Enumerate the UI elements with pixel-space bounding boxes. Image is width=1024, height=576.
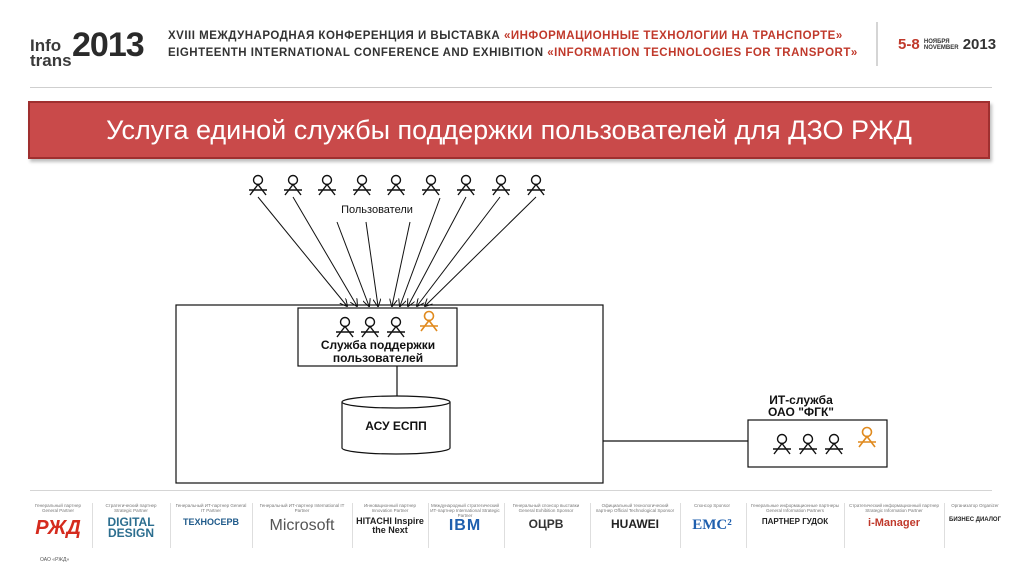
date-month-en: NOVEMBER (923, 45, 959, 52)
users-label: Пользователи (341, 204, 413, 216)
database-icon (341, 395, 451, 455)
support-service-box (297, 307, 458, 367)
sponsor-i-manager: Стратегический информационный партнер St… (848, 503, 940, 529)
sponsor-logo: HUAWEI (611, 517, 659, 531)
sponsor-caption: Инновационный партнер Innovation Partner (363, 503, 416, 513)
sponsor-caption: Организатор Organizer (951, 503, 999, 508)
header-separator (876, 22, 878, 66)
user-icon (526, 174, 546, 196)
sponsor-separator (590, 503, 591, 548)
user-icon (491, 174, 511, 196)
sponsor-info-partners: Генеральные информационные партнеры Gene… (750, 503, 840, 526)
sponsor-logo: i-Manager (868, 517, 920, 529)
conference-title-en-prefix: EIGHTEENTH INTERNATIONAL CONFERENCE AND … (168, 47, 548, 59)
sponsor-separator (680, 503, 681, 548)
database-label: АСУ ЕСПП (365, 419, 427, 433)
user-icon (352, 174, 372, 196)
sponsor-caption: Стратегический партнер Strategic Partner (105, 503, 157, 513)
conference-title-ru: XVIII МЕЖДУНАРОДНАЯ КОНФЕРЕНЦИЯ И ВЫСТАВ… (168, 30, 843, 42)
logo-year: 2013 (72, 26, 145, 64)
sponsor-logo: ОЦРВ (528, 517, 564, 531)
support-label-1: Служба поддержки (321, 338, 435, 352)
user-icon (248, 174, 268, 196)
user-arrows (257, 196, 537, 306)
sponsor-logo: Microsoft (269, 517, 335, 534)
logo-trans-text: trans (30, 51, 72, 70)
organization-frame (175, 304, 604, 484)
sponsor-hitachi: Инновационный партнер Innovation Partner… (356, 503, 424, 535)
footer-caption: ОАО «РЖД» (40, 557, 70, 563)
sponsor-caption: Спонсор Sponsor (694, 503, 730, 508)
sponsor-microsoft: Генеральный ИТ-партнер International IT … (256, 503, 348, 535)
sponsor-caption: Стратегический информационный партнер St… (849, 503, 939, 513)
sponsor-emc: Спонсор Sponsor EMC² (684, 503, 740, 534)
sponsor-logo: БИЗНЕС ДИАЛОГ (949, 517, 1001, 523)
user-icon (456, 174, 476, 196)
sponsor-digital-design: Стратегический партнер Strategic Partner… (96, 503, 166, 539)
support-label-2: пользователей (333, 351, 423, 365)
date-month-ru: НОЯБРЯ (923, 39, 950, 46)
footer-rule (30, 490, 992, 491)
sponsor-separator (92, 503, 93, 548)
infotrans-logo: Info trans (30, 36, 72, 70)
sponsor-huawei: Официальный технологический партнер Offi… (594, 503, 676, 531)
it-label-2: ОАО "ФГК" (768, 405, 834, 419)
user-icon (386, 174, 406, 196)
conference-title-ru-accent: «ИНФОРМАЦИОННЫЕ ТЕХНОЛОГИИ НА ТРАНСПОРТЕ… (503, 30, 843, 42)
sponsor-separator (844, 503, 845, 548)
sponsor-caption: Генеральный ИТ-партнер General IT Partne… (175, 503, 247, 513)
sponsor-logo: ПАРТНЕР ГУДОК (761, 517, 829, 526)
sponsor-separator (352, 503, 353, 548)
users-group (248, 174, 546, 196)
sponsor-separator (428, 503, 429, 548)
sponsor-logo: DIGITAL DESIGN (107, 515, 155, 540)
sponsor-ibm: Международный стратегический ИТ-партнер … (430, 503, 500, 535)
date-days: 5-8 (898, 36, 920, 53)
sponsor-business-dialog: Организатор Organizer БИЗНЕС ДИАЛОГ (948, 503, 1002, 523)
slide-title: Услуга единой службы поддержки пользоват… (28, 101, 990, 159)
sponsor-technoserv: Генеральный ИТ-партнер General IT Partne… (174, 503, 248, 527)
conference-title-ru-prefix: XVIII МЕЖДУНАРОДНАЯ КОНФЕРЕНЦИЯ И ВЫСТАВ… (168, 30, 504, 42)
sponsor-logo: EMC² (692, 517, 732, 533)
sponsor-caption: Генеральный спонсор выставки General Exh… (512, 503, 580, 513)
sponsor-separator (746, 503, 747, 548)
sponsor-logo: РЖД (35, 517, 81, 539)
sponsor-separator (170, 503, 171, 548)
conference-title-en: EIGHTEENTH INTERNATIONAL CONFERENCE AND … (168, 47, 858, 59)
sponsor-separator (504, 503, 505, 548)
user-icon (421, 174, 441, 196)
conference-title-en-accent: «INFORMATION TECHNOLOGIES FOR TRANSPORT» (547, 47, 858, 59)
sponsor-logo: IBM (448, 517, 482, 534)
sponsor-separator (944, 503, 945, 548)
user-icon (317, 174, 337, 196)
sponsor-separator (252, 503, 253, 548)
header-rule (30, 87, 992, 88)
sponsor-caption: Генеральный ИТ-партнер International IT … (259, 503, 345, 513)
sponsor-caption: Генеральные информационные партнеры Gene… (750, 503, 840, 513)
date-year: 2013 (962, 36, 997, 53)
sponsor-logo: ТЕХНОСЕРВ (182, 517, 239, 527)
sponsor-logo: HITACHI Inspire the Next (356, 516, 424, 535)
sponsor-caption: Официальный технологический партнер Offi… (595, 503, 675, 513)
user-icon (283, 174, 303, 196)
it-label-1: ИТ-служба (769, 393, 833, 407)
sponsor-caption: Международный стратегический ИТ-партнер … (430, 503, 500, 517)
sponsor-ocrv: Генеральный спонсор выставки General Exh… (506, 503, 586, 531)
sponsor-caption: Генеральный партнер General Partner (35, 503, 81, 513)
sponsor-rzd: Генеральный партнер General Partner РЖД (28, 503, 88, 540)
logo-info-text: Info (30, 36, 62, 55)
